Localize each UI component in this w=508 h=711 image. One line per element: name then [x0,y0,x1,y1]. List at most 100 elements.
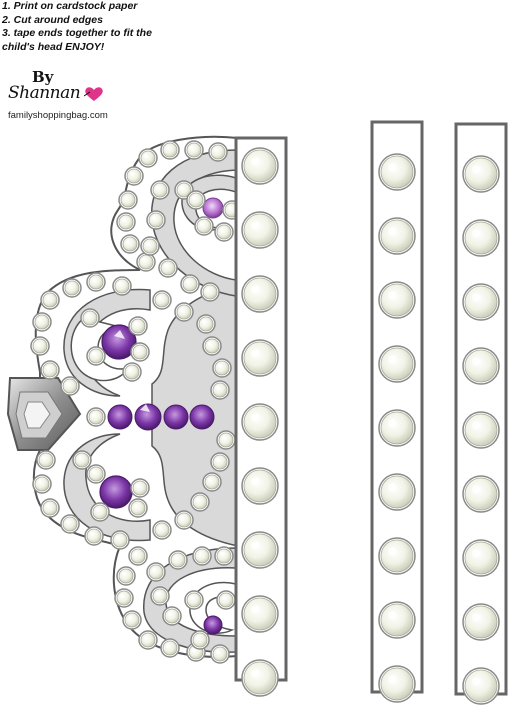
strip-pearl [241,339,279,377]
crown-pearl [80,308,100,328]
crown-pearl [122,610,142,630]
heart-icon [84,87,103,101]
crown-pearl [214,546,234,566]
crown-pearl [60,376,80,396]
logo-by: By [32,68,54,86]
crown-pearl [152,290,172,310]
crown-pearl [36,450,56,470]
crown-pearl [186,190,206,210]
crown-pearl [118,190,138,210]
crown-pearl [128,546,148,566]
crown-pearl [128,498,148,518]
crown-pearl [152,520,172,540]
crown-pearl [184,590,204,610]
crown-pearl [32,474,52,494]
strip-3 [454,122,508,705]
logo-name: Shannan [8,83,81,103]
crown-pearl [110,530,130,550]
crown-pearl [84,526,104,546]
crown-pearl [122,362,142,382]
strip-pearl [378,217,416,255]
crown-pearl [116,566,136,586]
instruction-step-1: 1. Print on cardstock paper [2,0,138,12]
crown-pearl [72,450,92,470]
crown-pearl [212,358,232,378]
strip-pearl [241,403,279,441]
crown-pearl [40,498,60,518]
strip-pearl [378,345,416,383]
crown-pearl [208,142,228,162]
crown-pearl [90,502,110,522]
crown-pearl [120,234,140,254]
strip-pearl [241,275,279,313]
crown-pearl [124,166,144,186]
strip-pearl [462,155,500,193]
purple-gem-row [107,403,215,431]
strip-pearl [462,411,500,449]
crown-pearl [210,380,230,400]
crown-pearl [32,312,52,332]
crown-pearl [214,222,234,242]
strip-pearl [241,467,279,505]
crown-pearl [202,336,222,356]
crown-pearl [138,630,158,650]
crown-pearl [136,252,156,272]
instruction-step-2: 2. Cut around edges [2,13,103,26]
strip-pearl [378,537,416,575]
strip-pearl [241,659,279,697]
strip-pearl [462,667,500,705]
crown-pearl [130,342,150,362]
crown-pearl [128,316,148,336]
crown-pearl [202,472,222,492]
crown-pearl [162,606,182,626]
instruction-step-3: 3. tape ends together to fit the [2,27,152,39]
strip-pearl [462,283,500,321]
strip-2 [370,120,424,703]
crown-pearl [40,290,60,310]
strip-pearl [462,475,500,513]
crown-pearl [150,180,170,200]
instructions: 1. Print on cardstock paper 2. Cut aroun… [2,0,202,54]
crown-pearl [60,514,80,534]
crown-pearl [216,590,236,610]
crown-pearl [158,258,178,278]
strip-pearl [241,147,279,185]
crown-pearl [210,452,230,472]
crown-pearl [160,638,180,658]
strip-pearl [462,219,500,257]
crown-pearl [200,282,220,302]
crown-pearl [192,546,212,566]
crown-pearl [160,140,180,160]
crown-pearl [174,510,194,530]
crown-pearl [86,464,106,484]
diamond-gem [6,377,82,451]
strip-pearl [241,531,279,569]
strip-pearl [241,211,279,249]
crown-pearl [174,302,194,322]
crown-pearl [194,216,214,236]
crown-pearl [86,407,106,427]
crown-pearl [140,236,160,256]
crown-pearl [168,550,188,570]
crown-pearls [30,140,242,664]
crown-pearl [62,278,82,298]
crown-pearl [86,272,106,292]
strip-pearl [462,603,500,641]
crown-pearl [130,478,150,498]
crown-pearl [112,276,132,296]
logo-url: familyshoppingbag.com [8,110,108,121]
crown-pearl [150,586,170,606]
strip-pearl [378,665,416,703]
crown-pearl [138,148,158,168]
crown-pearl [180,274,200,294]
crown-pearl [146,562,166,582]
crown-pearl [114,588,134,608]
crown-pearl [40,360,60,380]
strip-3-frame [454,122,508,696]
instruction-step-3-cont: child's head ENJOY! [2,40,105,53]
crown-pearl [190,630,210,650]
crown-pearl [30,336,50,356]
strip-pearl [378,601,416,639]
crown-pearl [216,430,236,450]
strip-pearl [462,539,500,577]
